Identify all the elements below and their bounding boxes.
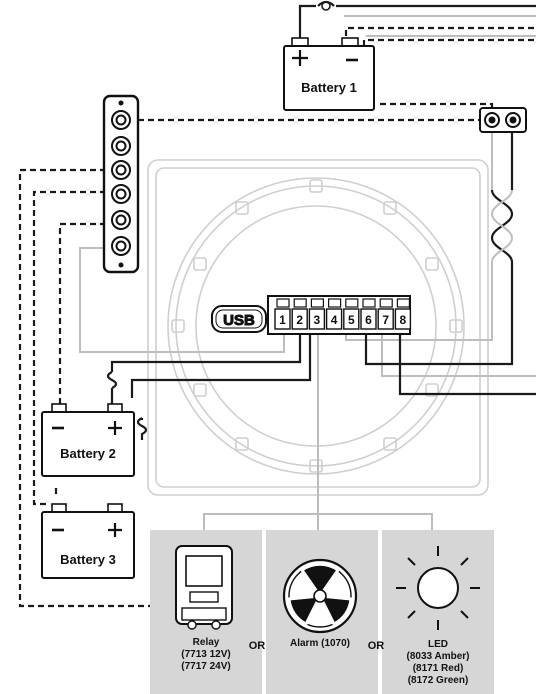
pin-3-latch — [310, 298, 324, 308]
or-label-2: OR — [368, 640, 385, 652]
relay-model-12v: (7713 12V) — [181, 649, 230, 660]
led-amber-label: (8033 Amber) — [407, 651, 470, 662]
pin-5-latch — [345, 298, 359, 308]
battery-3-label: Battery 3 — [60, 552, 116, 567]
twisted-harness — [490, 189, 514, 268]
battery-3: Battery 3 — [41, 503, 135, 579]
battery-1-label: Battery 1 — [301, 80, 357, 95]
bus-terminal-stud-1 — [115, 114, 127, 126]
battery-1: Battery 1 — [283, 37, 375, 111]
bus-terminal-stud-4 — [115, 188, 127, 200]
pin-1-latch — [276, 298, 290, 308]
pin-8-label: 8 — [400, 313, 407, 327]
pin-3-label: 3 — [314, 313, 321, 327]
led-label: LED — [428, 639, 448, 650]
pin-6-label: 6 — [365, 313, 372, 327]
pin-8-latch — [396, 298, 410, 308]
usb-label: USB — [223, 312, 255, 329]
relay-label: Relay — [193, 637, 220, 648]
pin-6-socket — [360, 308, 377, 330]
led-green-label: (8172 Green) — [408, 675, 469, 686]
pin-1-label: 1 — [279, 313, 286, 327]
pin-5-label: 5 — [348, 313, 355, 327]
relay-model-24v: (7717 24V) — [181, 661, 230, 672]
pin-7-latch — [379, 298, 393, 308]
pin-3-socket — [308, 308, 326, 330]
battery-2-label: Battery 2 — [60, 446, 116, 461]
bus-terminal-stud-3 — [115, 164, 127, 176]
pin-4-latch — [328, 298, 342, 308]
pin-8-socket — [394, 308, 412, 330]
battery-2: Battery 2 — [41, 403, 135, 477]
device-labels: Relay (7713 12V) (7717 24V) Alarm (1070)… — [181, 637, 469, 686]
or-label-1: OR — [249, 640, 266, 652]
pin-5-socket — [343, 308, 360, 330]
bus-terminal-stud-6 — [115, 240, 127, 252]
bus-terminal-stud-2 — [115, 140, 127, 152]
led-red-label: (8171 Red) — [413, 663, 464, 674]
pin-7-label: 7 — [382, 313, 389, 327]
alarm-icon — [282, 558, 358, 634]
shunt-block — [479, 107, 527, 133]
pin-6-latch — [362, 298, 376, 308]
bus-terminal-stud-5 — [115, 214, 127, 226]
pin-4-socket — [325, 308, 343, 330]
usb-port: USB — [211, 305, 267, 333]
pin-7-socket — [377, 308, 394, 330]
pin-2-latch — [293, 298, 307, 308]
led-icon — [396, 546, 480, 630]
bus-bar-terminals — [111, 110, 131, 256]
dark-wires — [110, 0, 536, 420]
pin-2-socket — [291, 308, 308, 330]
fuse-battery-2 — [106, 371, 148, 440]
pin-4-label: 4 — [331, 313, 338, 327]
alarm-label: Alarm (1070) — [290, 638, 350, 649]
relay-icon — [175, 545, 233, 630]
pin-2-label: 2 — [296, 313, 303, 327]
pin-1-socket — [274, 308, 291, 330]
